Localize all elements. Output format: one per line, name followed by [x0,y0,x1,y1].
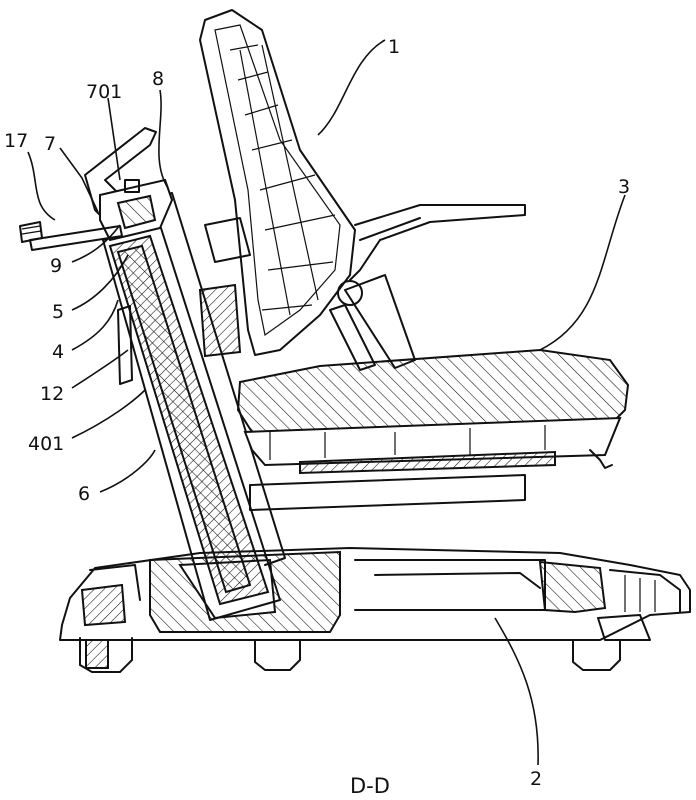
label-7: 7 [44,133,56,155]
label-8: 8 [152,68,164,90]
label-3: 3 [618,176,630,198]
seat-part-3 [238,350,628,510]
label-12: 12 [40,383,64,405]
label-401: 401 [28,433,64,455]
backrest-part-1 [200,10,362,356]
section-caption: D-D [350,774,390,798]
label-5: 5 [52,301,64,323]
label-9: 9 [50,255,62,277]
armrest [330,205,525,370]
label-6: 6 [78,483,90,505]
label-4: 4 [52,341,64,363]
label-2: 2 [530,768,542,790]
label-1: 1 [388,36,400,58]
label-701: 701 [86,81,122,103]
base-part-2 [60,548,690,672]
label-17: 17 [4,130,28,152]
lever-mechanism [20,128,172,250]
